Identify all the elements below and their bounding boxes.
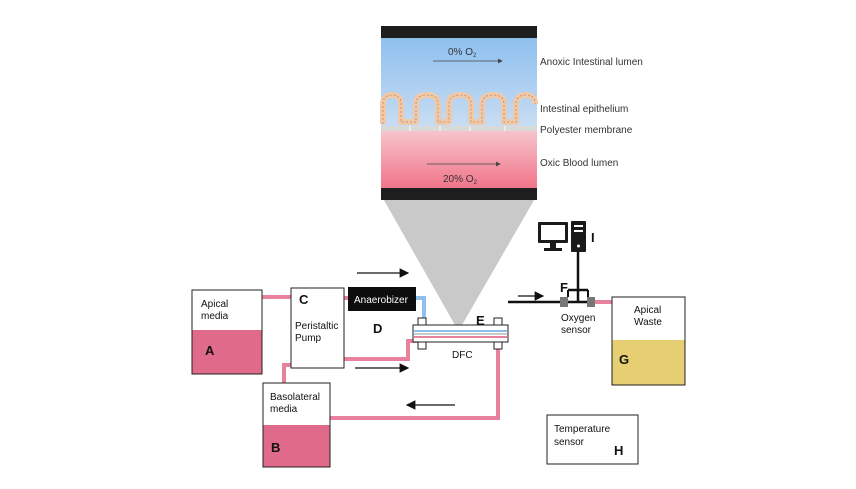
blood-oxygen-sub: 2 — [474, 180, 478, 186]
peristaltic-pump: C Peristaltic Pump — [290, 287, 345, 369]
computer-icon: I — [538, 221, 595, 252]
svg-text:0% O2: 0% O2 — [448, 47, 477, 59]
apical-media-bottle: Apical media A — [191, 289, 263, 375]
blood-oxygen-text: 20% O — [443, 174, 474, 185]
letter-g: G — [619, 352, 629, 367]
letter-e: E — [476, 313, 485, 328]
pump-label-2: Pump — [295, 333, 322, 344]
apical-waste-label-2: Waste — [634, 317, 662, 328]
label-lumen: Anoxic Intestinal lumen — [540, 57, 643, 68]
temperature-label-2: sensor — [554, 437, 585, 448]
zoom-cone — [381, 195, 537, 325]
apical-waste-label-1: Apical — [634, 305, 661, 316]
letter-b: B — [271, 440, 280, 455]
letter-h: H — [614, 443, 623, 458]
oxygen-sensor: F Oxygen sensor — [508, 252, 595, 336]
basolateral-media-bottle: Basolateral media B — [262, 382, 331, 468]
letter-d: D — [373, 321, 382, 336]
letter-i: I — [591, 230, 595, 245]
oxygen-sensor-label-2: sensor — [561, 325, 592, 336]
letter-a: A — [205, 343, 215, 358]
dfc-label: DFC — [452, 350, 473, 361]
letter-f: F — [560, 280, 568, 295]
label-blood: Oxic Blood lumen — [540, 158, 618, 169]
polyester-membrane — [381, 126, 537, 131]
dfc-chip: E DFC — [412, 313, 509, 361]
anaerobizer-label: Anaerobizer — [354, 295, 409, 306]
temperature-sensor: Temperature sensor H — [546, 414, 639, 465]
label-epithelium: Intestinal epithelium — [540, 104, 628, 115]
zoom-panel: 0% O2 20% O2 — [380, 26, 538, 200]
apical-waste-bottle: Apical Waste G — [611, 296, 686, 386]
label-membrane: Polyester membrane — [540, 125, 633, 136]
svg-text:20% O2: 20% O2 — [443, 174, 478, 186]
intestinal-epithelium — [380, 92, 538, 125]
apical-media-label-2: media — [201, 311, 229, 322]
temperature-label-1: Temperature — [554, 424, 611, 435]
lumen-oxygen-text: 0% O — [448, 47, 473, 58]
oxygen-sensor-label-1: Oxygen — [561, 313, 595, 324]
basolateral-label-1: Basolateral — [270, 392, 320, 403]
anaerobizer: Anaerobizer D — [348, 287, 416, 336]
basolateral-label-2: media — [270, 404, 298, 415]
letter-c: C — [299, 292, 309, 307]
apical-media-label-1: Apical — [201, 299, 228, 310]
pump-label-1: Peristaltic — [295, 321, 338, 332]
lumen-oxygen-sub: 2 — [473, 53, 477, 59]
